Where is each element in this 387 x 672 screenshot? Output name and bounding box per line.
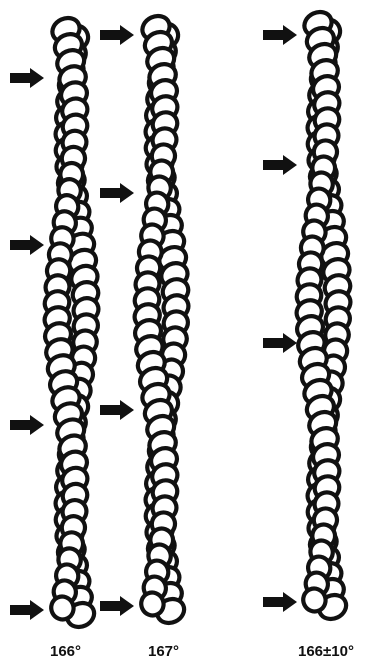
crossover-arrow (10, 415, 44, 435)
crossover-arrow (10, 68, 44, 88)
crossover-arrow (263, 592, 297, 612)
filament-1-angle-label: 166° (50, 643, 81, 660)
crossover-arrow (263, 155, 297, 175)
crossover-arrow (100, 183, 134, 203)
crossover-arrow (10, 235, 44, 255)
filament-1 (10, 14, 102, 632)
crossover-arrow (100, 25, 134, 45)
filament-2-angle-label: 167° (148, 643, 179, 660)
filament-2 (100, 12, 192, 628)
crossover-arrow (100, 400, 134, 420)
filament-3 (263, 8, 354, 624)
filament-3-angle-label: 166±10° (298, 643, 354, 660)
crossover-arrow (263, 333, 297, 353)
crossover-arrow (100, 596, 134, 616)
crossover-arrow (10, 600, 44, 620)
crossover-arrow (263, 25, 297, 45)
